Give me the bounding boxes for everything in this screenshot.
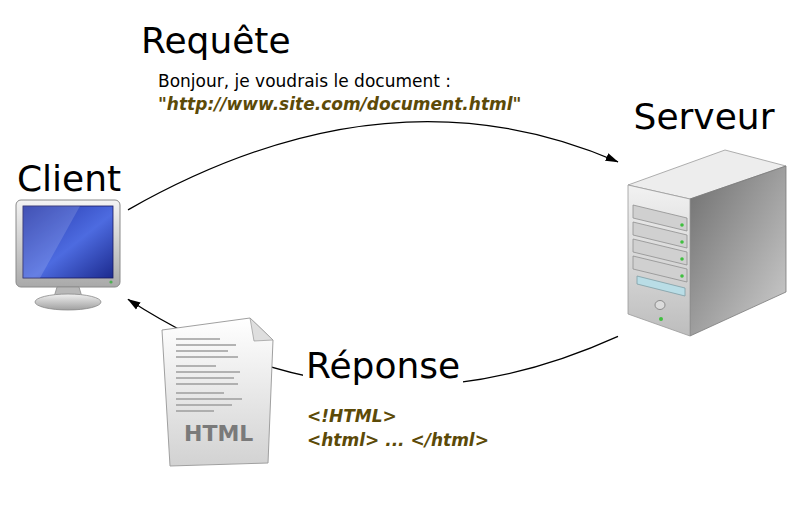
curved-arrow bbox=[128, 122, 618, 210]
client-node: Client bbox=[10, 158, 128, 315]
request-label: Requête bbox=[138, 20, 294, 62]
node-title: Client bbox=[10, 158, 128, 200]
response-label: Réponse bbox=[303, 345, 463, 387]
monitor-icon bbox=[10, 198, 125, 315]
node-title: Serveur bbox=[618, 96, 790, 138]
html-code-line: <html> ... </html> bbox=[307, 430, 489, 450]
server-tower-icon bbox=[620, 146, 790, 340]
html-code-line: <!HTML> bbox=[307, 406, 397, 426]
request-text: Bonjour, je voudrais le document : bbox=[158, 71, 451, 91]
document-type-label: HTML bbox=[184, 421, 253, 447]
url-text: "http://www.site.com/document.html" bbox=[158, 94, 521, 114]
html-document-icon bbox=[155, 312, 277, 470]
server-node: Serveur bbox=[618, 96, 790, 340]
